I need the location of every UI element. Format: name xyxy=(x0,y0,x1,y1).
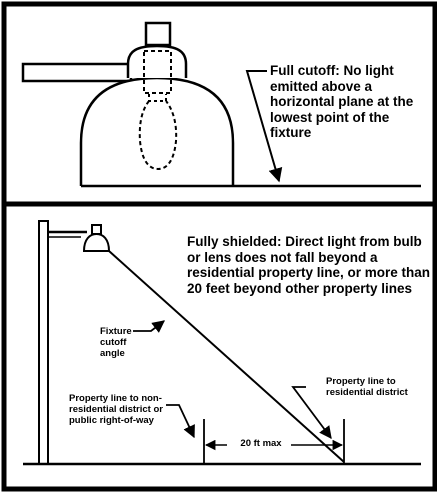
fixture-collar xyxy=(126,44,188,78)
nonres-pointer xyxy=(166,404,195,439)
res-pointer xyxy=(291,386,332,440)
fixture-cutoff-angle-label: Fixture cutoff angle xyxy=(100,326,132,359)
distance-label: 20 ft max xyxy=(240,438,282,449)
property-line-nonres-label: Property line to non-residential distric… xyxy=(69,393,163,426)
cutoff-fixture xyxy=(21,21,235,186)
angle-pointer xyxy=(133,320,165,333)
full-cutoff-label: Full cutoff: No light emitted above a ho… xyxy=(270,63,414,141)
property-line-res-label: Property line to residential district xyxy=(326,376,408,398)
fixture-arm xyxy=(21,62,133,83)
cutoff-arrow xyxy=(245,70,283,183)
cutoff-angle-line xyxy=(108,250,345,463)
small-fixture xyxy=(82,224,111,252)
bulb-hidden xyxy=(138,100,178,171)
fully-shielded-label: Fully shielded: Direct light from bulb o… xyxy=(187,234,431,296)
fixture-cap xyxy=(144,21,172,47)
pole xyxy=(38,220,49,465)
